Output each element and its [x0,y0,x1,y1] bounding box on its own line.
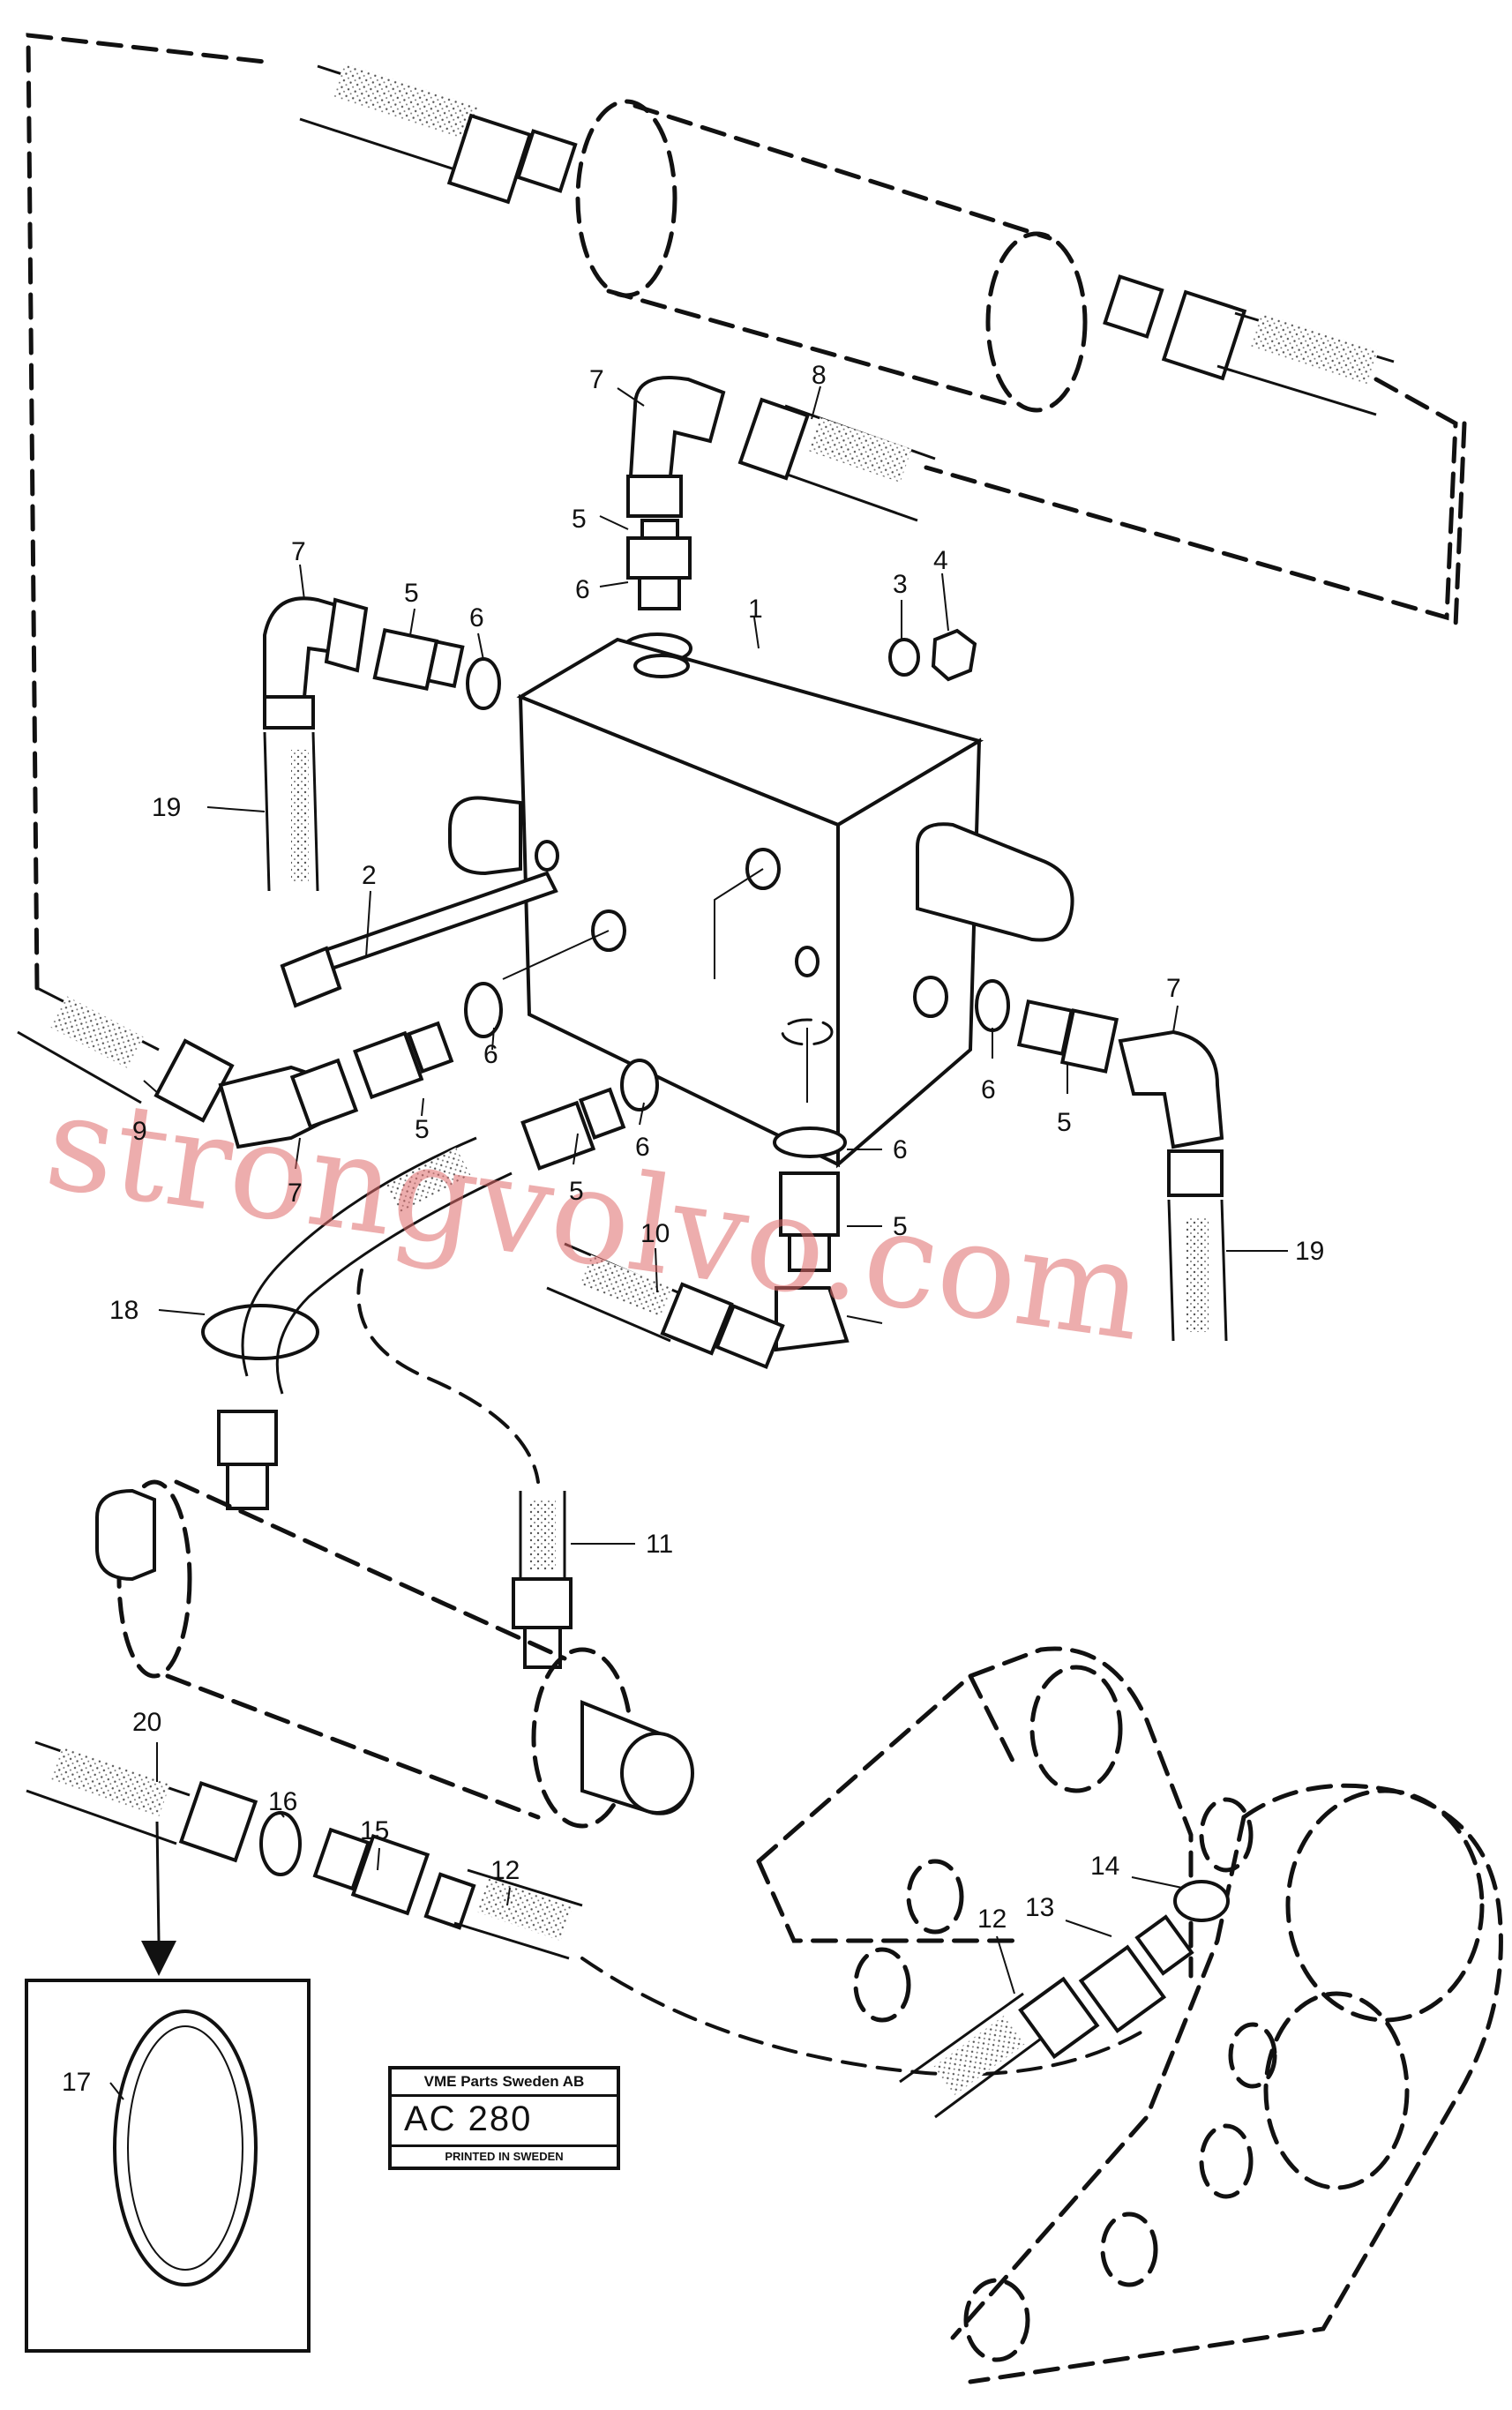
callout-13: 13 [1025,1893,1054,1922]
callout-17: 17 [62,2068,91,2097]
callout-5: 5 [893,1212,908,1241]
callout-7: 7 [1166,974,1181,1003]
callout-6: 6 [483,1040,498,1069]
bottom-left-hose-20 [26,1740,583,1960]
callout-10: 10 [640,1219,670,1248]
callout-20: 20 [132,1708,161,1737]
callout-5: 5 [404,579,419,608]
right-side-fittings [975,979,1228,1342]
callout-2: 2 [362,861,377,890]
callout-5: 5 [569,1177,584,1206]
upper-nipple-5 [622,519,692,664]
callout-6: 6 [635,1133,650,1162]
frame-bracket-outline [580,1646,1503,2384]
callout-9: 9 [132,1117,147,1146]
callout-7: 7 [589,365,604,394]
callout-labels: 7 8 5 6 1 3 4 7 5 6 19 2 9 7 5 6 5 6 6 5… [62,361,1324,2097]
hose-18-assembly [201,1136,513,1510]
callout-19: 19 [152,793,181,822]
hose-8-assembly [626,376,936,522]
leader-lines [109,385,1288,2100]
stamp-title: VME Parts Sweden AB [392,2069,617,2097]
callout-1: 1 [748,595,763,624]
callout-11: 11 [646,1530,673,1559]
center-lower-fittings [520,1059,850,1370]
valve-block-1 [448,637,1074,1169]
callout-7: 7 [288,1179,303,1208]
inset-ring-17 [25,1979,311,2353]
callout-6: 6 [981,1075,996,1104]
callout-7: 7 [291,537,306,566]
callout-3: 3 [893,570,908,599]
callout-4: 4 [933,546,948,575]
stamp-footer: PRINTED IN SWEDEN [392,2144,617,2167]
callout-12: 12 [977,1905,1007,1934]
drawing-stamp: VME Parts Sweden AB AC 280 PRINTED IN SW… [388,2066,620,2170]
callout-12: 12 [490,1856,520,1885]
top-right-hose [1103,274,1395,416]
callout-5: 5 [572,505,587,534]
top-accumulator-outline [575,99,1088,413]
callout-5: 5 [415,1115,430,1144]
callout-8: 8 [812,361,827,390]
callout-14: 14 [1090,1852,1119,1881]
lower-cylinder-outline [95,1479,694,1829]
callout-6: 6 [893,1135,908,1164]
washer-3-nut-4 [888,628,977,682]
callout-18: 18 [109,1296,138,1325]
hose-11-assembly [512,1491,573,1669]
left-upper-fittings [263,596,501,892]
top-left-hose [299,63,578,205]
left-lower-fittings [17,982,503,1149]
stamp-code: AC 280 [404,2099,533,2138]
callout-6: 6 [469,603,484,632]
inset-pointer [141,1821,176,1976]
callout-16: 16 [268,1787,297,1816]
callout-6: 6 [575,575,590,604]
dashed-circuit-outline [26,33,1467,991]
bottom-right-hose-12 [899,1880,1230,2119]
bolt-2 [280,871,558,1008]
callout-15: 15 [360,1816,389,1845]
callout-5: 5 [1057,1108,1072,1137]
dashed-hose-path [356,1269,540,1484]
callout-19: 19 [1295,1237,1324,1266]
